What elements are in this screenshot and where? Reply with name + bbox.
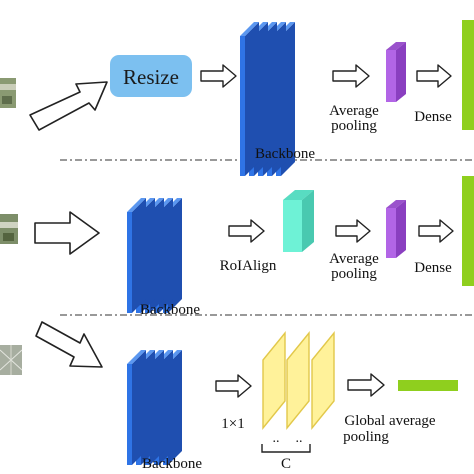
backbone-1 (240, 22, 295, 176)
average-pooling-label-2b: pooling (331, 266, 377, 282)
average-pooling-label-1b: pooling (331, 118, 377, 134)
channel-brace (261, 444, 311, 453)
average-pooling-label-2a: Average (329, 251, 379, 267)
arrow-backbone-to-roialign (228, 219, 265, 243)
backbone-layer-side (132, 350, 146, 465)
backbone-2-label: Backbone (140, 302, 200, 318)
resize-label: Resize (123, 65, 179, 89)
average-pooling-block-1 (386, 42, 406, 102)
row-3: Backbone 1×1 .. .. C Global average pool… (0, 321, 458, 472)
backbone-2 (127, 198, 182, 313)
channel-label: C (281, 456, 291, 472)
arrow-resize-to-backbone (200, 64, 237, 88)
row-1: Resize Backbone Average pooling Dense (0, 20, 474, 176)
input-arrow-3 (35, 321, 103, 368)
backbone-1-label: Backbone (255, 146, 315, 162)
backbone-layer-front (240, 36, 245, 176)
dense-label-1: Dense (414, 109, 452, 125)
roialign-label: RoIAlign (220, 258, 277, 274)
row-2: Backbone RoIAlign Average pooling Dense (0, 176, 474, 318)
backbone-layer-side (245, 22, 259, 176)
input-image-2 (0, 214, 18, 244)
input-image-3 (0, 345, 23, 375)
feature-maps (262, 331, 335, 430)
backbone-layer-top (127, 350, 146, 364)
arrow-pooling-to-dense-1 (416, 64, 452, 88)
feature-maps-dots-left: .. (273, 431, 280, 446)
arrow-roialign-to-pooling (335, 219, 371, 243)
arrow-backbone-to-featuremaps (215, 374, 252, 398)
backbone-layer-front (127, 212, 132, 313)
dense-output-1 (462, 20, 474, 130)
arrow-featuremaps-to-gap (347, 373, 385, 397)
average-pooling-label-1a: Average (329, 103, 379, 119)
global-average-pooling-label-a: Global average (344, 413, 436, 429)
backbone-layer-side (132, 198, 146, 313)
global-average-pooling-label-b: pooling (343, 429, 389, 445)
input-image-1 (0, 78, 16, 108)
backbone-layer-top (240, 22, 259, 36)
input-arrow-1 (29, 81, 108, 131)
input-arrow-2 (34, 211, 100, 255)
backbone-layer-front (127, 364, 132, 465)
arrow-pooling-to-dense-2 (418, 219, 454, 243)
backbone-3 (127, 350, 182, 465)
feature-maps-dots-right: .. (296, 431, 303, 446)
average-pooling-block-2 (386, 200, 406, 258)
gap-output-vector (398, 380, 458, 391)
dense-output-2 (462, 176, 474, 286)
dense-label-2: Dense (414, 260, 452, 276)
conv-1x1-label: 1×1 (221, 416, 244, 432)
resize-box (110, 55, 192, 97)
backbone-3-label: Backbone (142, 456, 202, 472)
backbone-layer-top (127, 198, 146, 212)
arrow-backbone-to-pooling-1 (332, 64, 370, 88)
roialign-block (283, 190, 314, 252)
